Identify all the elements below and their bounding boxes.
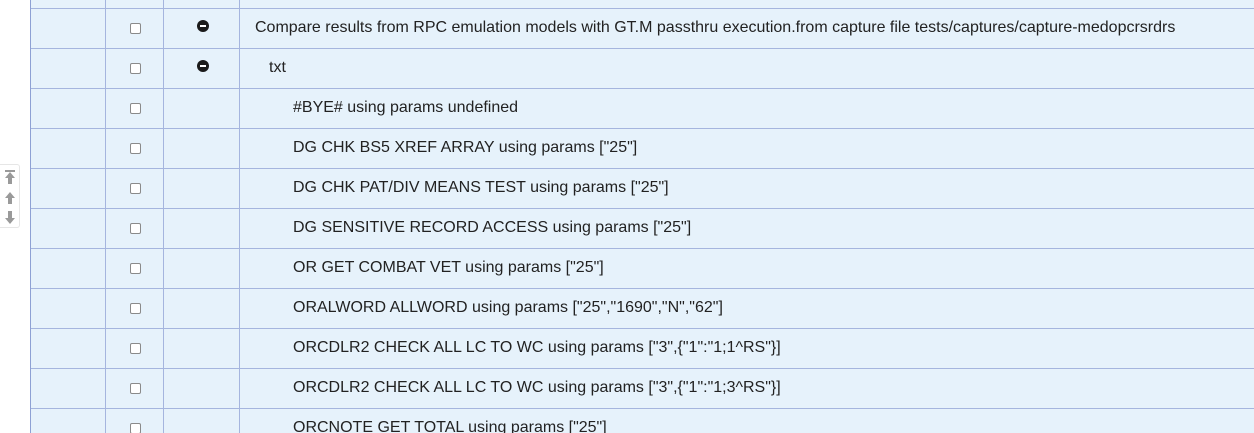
row-checkbox[interactable] xyxy=(130,423,141,433)
select-cell xyxy=(106,169,164,208)
row-spacer-cell xyxy=(31,0,106,8)
table-row[interactable]: DG CHK BS5 XREF ARRAY using params ["25"… xyxy=(31,128,1254,168)
toggle-cell xyxy=(164,329,240,368)
select-cell xyxy=(106,289,164,328)
row-label: ORALWORD ALLWORD using params ["25","169… xyxy=(293,299,723,316)
row-spacer-cell xyxy=(31,9,106,48)
row-label: ORCDLR2 CHECK ALL LC TO WC using params … xyxy=(293,339,781,356)
row-label: ORCDLR2 CHECK ALL LC TO WC using params … xyxy=(293,379,781,396)
toggle-cell xyxy=(164,9,240,48)
row-checkbox[interactable] xyxy=(130,183,141,194)
select-cell xyxy=(106,129,164,168)
row-checkbox[interactable] xyxy=(130,223,141,234)
table-row[interactable]: ORCDLR2 CHECK ALL LC TO WC using params … xyxy=(31,328,1254,368)
toggle-cell xyxy=(164,409,240,433)
row-checkbox[interactable] xyxy=(130,23,141,34)
scroll-navigation xyxy=(0,164,20,228)
label-cell: ORCNOTE GET TOTAL using params ["25"] xyxy=(240,409,1254,433)
row-label: txt xyxy=(269,59,286,76)
row-label: Compare results from RPC emulation model… xyxy=(255,19,1176,36)
row-label: DG CHK BS5 XREF ARRAY using params ["25"… xyxy=(293,139,638,156)
table-row[interactable]: DG CHK PAT/DIV MEANS TEST using params [… xyxy=(31,168,1254,208)
row-spacer-cell xyxy=(31,289,106,328)
toggle-cell xyxy=(164,129,240,168)
test-tree-grid: Compare results from RPC emulation model… xyxy=(30,0,1254,433)
row-checkbox[interactable] xyxy=(130,263,141,274)
row-spacer-cell xyxy=(31,409,106,433)
row-spacer-cell xyxy=(31,49,106,88)
label-cell: #BYE# using params undefined xyxy=(240,89,1254,128)
select-cell xyxy=(106,329,164,368)
scroll-up-icon[interactable] xyxy=(3,189,17,205)
table-row[interactable]: ORALWORD ALLWORD using params ["25","169… xyxy=(31,288,1254,328)
toggle-cell xyxy=(164,369,240,408)
select-cell xyxy=(106,0,164,8)
row-label: DG CHK PAT/DIV MEANS TEST using params [… xyxy=(293,179,669,196)
row-spacer-cell xyxy=(31,89,106,128)
table-row[interactable]: Compare results from RPC emulation model… xyxy=(31,8,1254,48)
table-row[interactable]: txt xyxy=(31,48,1254,88)
row-checkbox[interactable] xyxy=(130,143,141,154)
table-row[interactable]: DG SENSITIVE RECORD ACCESS using params … xyxy=(31,208,1254,248)
select-cell xyxy=(106,9,164,48)
label-cell: ORALWORD ALLWORD using params ["25","169… xyxy=(240,289,1254,328)
select-cell xyxy=(106,249,164,288)
row-label: #BYE# using params undefined xyxy=(293,99,519,116)
select-cell xyxy=(106,209,164,248)
table-row[interactable] xyxy=(31,0,1254,8)
row-spacer-cell xyxy=(31,129,106,168)
toggle-cell xyxy=(164,289,240,328)
table-row[interactable]: ORCDLR2 CHECK ALL LC TO WC using params … xyxy=(31,368,1254,408)
table-row[interactable]: ORCNOTE GET TOTAL using params ["25"] xyxy=(31,408,1254,433)
toggle-cell xyxy=(164,209,240,248)
label-cell xyxy=(240,0,1254,8)
label-cell: ORCDLR2 CHECK ALL LC TO WC using params … xyxy=(240,329,1254,368)
toggle-cell xyxy=(164,0,240,8)
row-checkbox[interactable] xyxy=(130,63,141,74)
row-spacer-cell xyxy=(31,209,106,248)
table-row[interactable]: OR GET COMBAT VET using params ["25"] xyxy=(31,248,1254,288)
minus-circle-icon[interactable] xyxy=(197,60,209,72)
toggle-cell xyxy=(164,169,240,208)
label-cell: Compare results from RPC emulation model… xyxy=(240,9,1254,48)
row-checkbox[interactable] xyxy=(130,343,141,354)
label-cell: OR GET COMBAT VET using params ["25"] xyxy=(240,249,1254,288)
select-cell xyxy=(106,369,164,408)
scroll-down-icon[interactable] xyxy=(3,209,17,225)
row-label: OR GET COMBAT VET using params ["25"] xyxy=(293,259,604,276)
label-cell: DG SENSITIVE RECORD ACCESS using params … xyxy=(240,209,1254,248)
row-spacer-cell xyxy=(31,369,106,408)
label-cell: DG CHK BS5 XREF ARRAY using params ["25"… xyxy=(240,129,1254,168)
label-cell: DG CHK PAT/DIV MEANS TEST using params [… xyxy=(240,169,1254,208)
toggle-cell xyxy=(164,49,240,88)
row-spacer-cell xyxy=(31,249,106,288)
row-checkbox[interactable] xyxy=(130,303,141,314)
row-spacer-cell xyxy=(31,169,106,208)
minus-circle-icon[interactable] xyxy=(197,20,209,32)
table-row[interactable]: #BYE# using params undefined xyxy=(31,88,1254,128)
row-checkbox[interactable] xyxy=(130,103,141,114)
toggle-cell xyxy=(164,249,240,288)
scroll-to-top-icon[interactable] xyxy=(3,169,17,185)
row-spacer-cell xyxy=(31,329,106,368)
label-cell: ORCDLR2 CHECK ALL LC TO WC using params … xyxy=(240,369,1254,408)
label-cell: txt xyxy=(240,49,1254,88)
select-cell xyxy=(106,409,164,433)
row-label: ORCNOTE GET TOTAL using params ["25"] xyxy=(293,419,607,433)
row-checkbox[interactable] xyxy=(130,383,141,394)
row-label: DG SENSITIVE RECORD ACCESS using params … xyxy=(293,219,692,236)
select-cell xyxy=(106,49,164,88)
toggle-cell xyxy=(164,89,240,128)
select-cell xyxy=(106,89,164,128)
